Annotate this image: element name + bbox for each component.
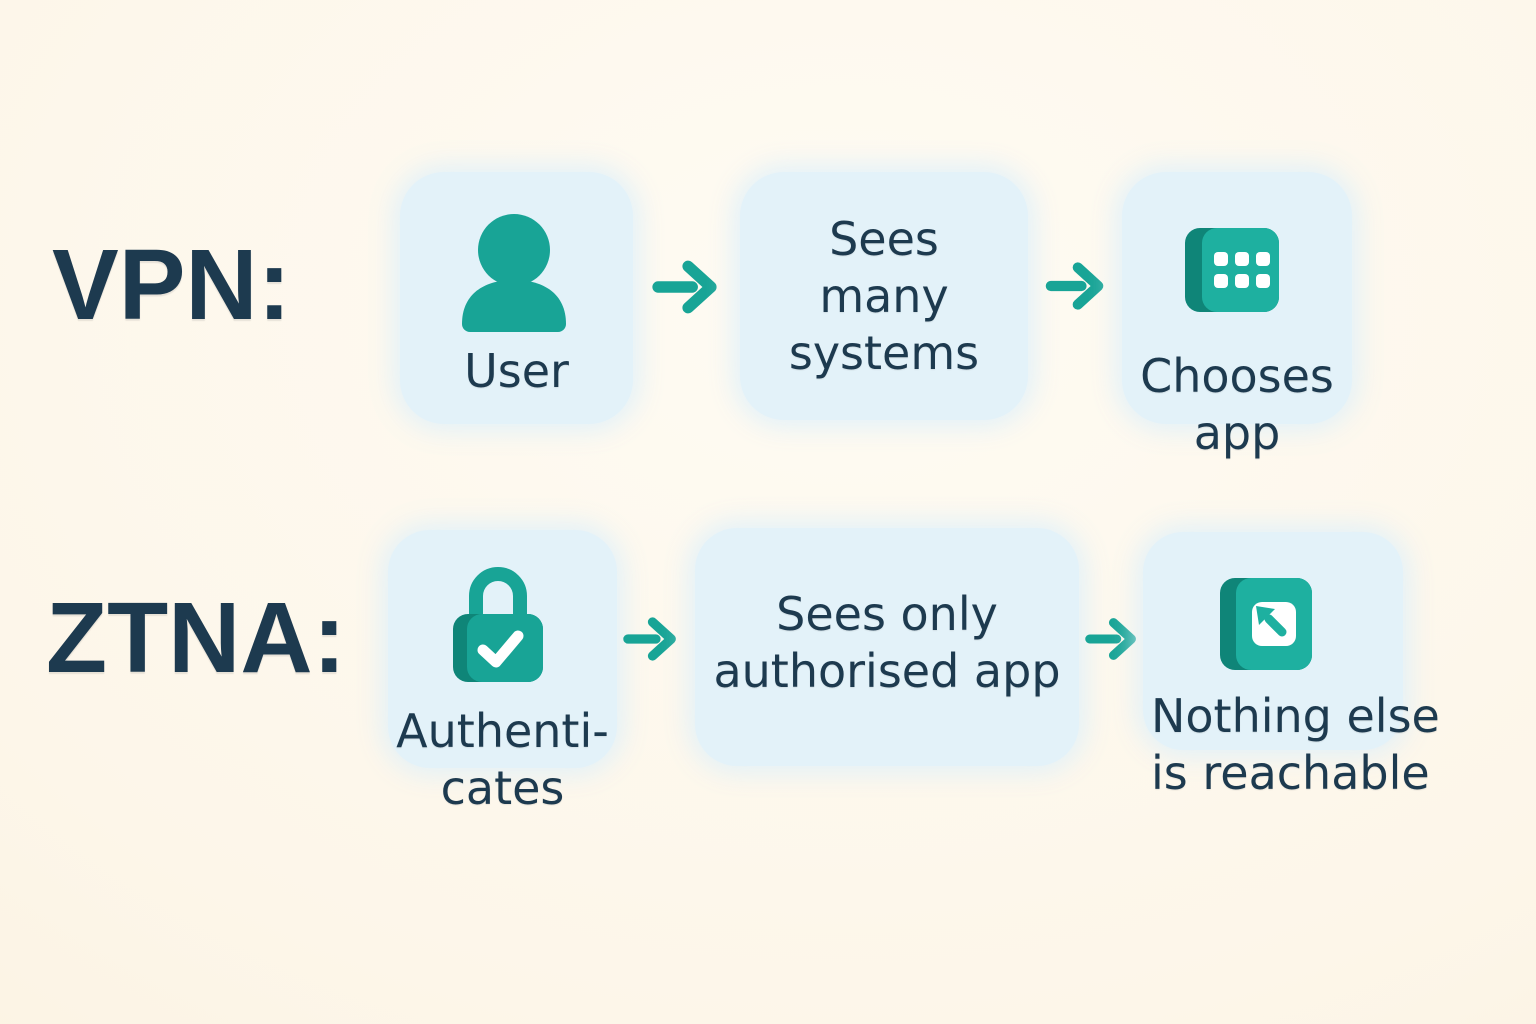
ztna-row-label: ZTNA: [46, 582, 346, 694]
vpn-user-caption: User [464, 344, 569, 398]
vpn-arrow-2-right-arrow-icon [1045, 262, 1104, 310]
vpn-row-label: VPN: [52, 229, 291, 341]
ztna-nothing-reachable-caption: Nothing else is reachable [1151, 689, 1440, 801]
ztna-authenticates-caption: Authenti-cates [396, 704, 609, 816]
vpn-sees-many-systems-text: Sees many systems [788, 212, 980, 381]
lock-check-icon [453, 567, 543, 682]
app-restricted-icon [1220, 578, 1312, 670]
ztna-authenticates-card: Authenti-cates [388, 530, 617, 815]
ztna-nothing-reachable-card: Nothing else is reachable [1143, 532, 1440, 800]
ztna-arrow-2-right-arrow-icon [1085, 618, 1136, 660]
vpn-sees-many-systems-card: Sees many systems [740, 172, 1028, 420]
ztna-sees-only-authorised-app-card: Sees only authorised app [695, 528, 1079, 766]
user-icon [462, 214, 566, 332]
vpn-chooses-app-card: Chooses app [1122, 172, 1352, 460]
ztna-arrow-1-right-arrow-icon [623, 617, 676, 661]
ztna-sees-only-authorised-app-text: Sees only authorised app [713, 587, 1061, 699]
vpn-arrow-1-right-arrow-icon [652, 260, 717, 314]
vpn-user-card: User [400, 172, 633, 424]
vpn-chooses-app-caption: Chooses app [1140, 349, 1334, 461]
app-grid-icon [1185, 228, 1279, 312]
